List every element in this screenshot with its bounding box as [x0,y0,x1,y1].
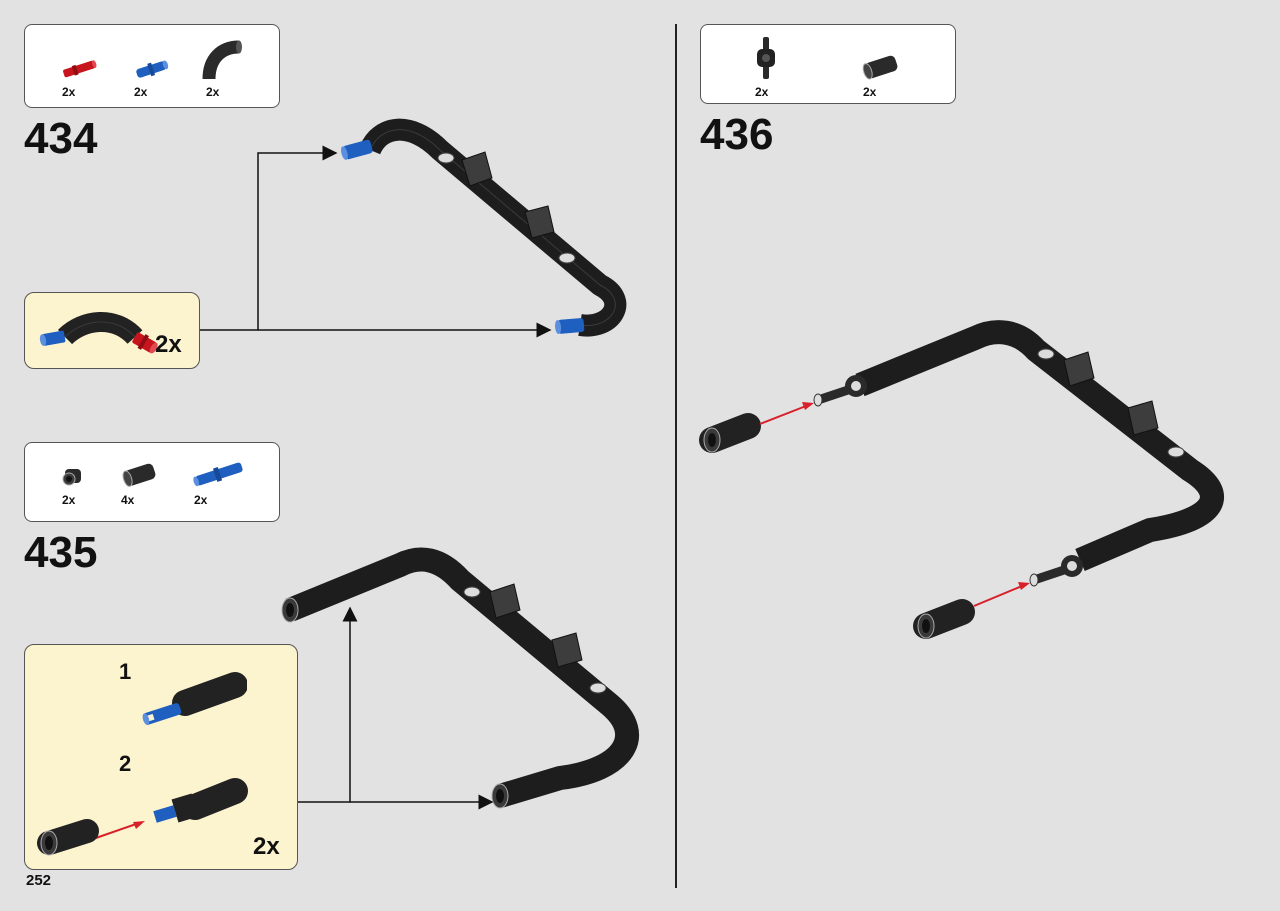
part-qty: 2x [62,493,76,507]
part-qty: 2x [62,85,76,99]
tube-assembly-icon [37,778,248,856]
sub-assembly-callout-435: 1 2 2x [24,644,298,870]
parts-list-436: 2x 2x [700,24,956,104]
page-divider [675,24,677,888]
sub-step-2: 2 [119,751,132,776]
step-number-435: 435 [24,528,98,577]
red-connector-pin-icon [63,60,97,78]
curved-tube-icon [202,40,242,80]
parts-list-435: 2x 4x 2x [24,442,280,522]
sub-assembly-qty: 2x [253,833,280,860]
tube-segment-icon [122,463,156,487]
blue-long-pin-icon [193,462,243,487]
part-qty: 2x [863,85,877,99]
sub-step-1: 1 [119,659,132,684]
step-number-434: 434 [24,114,98,163]
frame-assembly-435 [281,547,639,809]
step-number-436: 436 [700,110,774,159]
part-qty: 2x [134,85,148,99]
part-qty: 2x [206,85,220,99]
cross-connector-icon [757,37,775,79]
blue-axle-pin-icon [136,60,169,78]
part-qty: 2x [755,85,769,99]
page-number: 252 [26,872,52,889]
tube-segment-icon [862,55,898,80]
part-qty: 2x [194,493,208,507]
sub-assembly-callout-434: 2x [24,292,200,369]
frame-assembly-436 [699,320,1224,639]
tube-with-pins-icon [39,312,158,354]
sub-assembly-qty: 2x [155,331,182,358]
short-tube-icon [62,469,81,486]
frame-assembly-434 [340,118,627,337]
part-qty: 4x [121,493,135,507]
pin-into-tube-icon [142,672,247,725]
parts-list-434: 2x 2x 2x [24,24,280,108]
